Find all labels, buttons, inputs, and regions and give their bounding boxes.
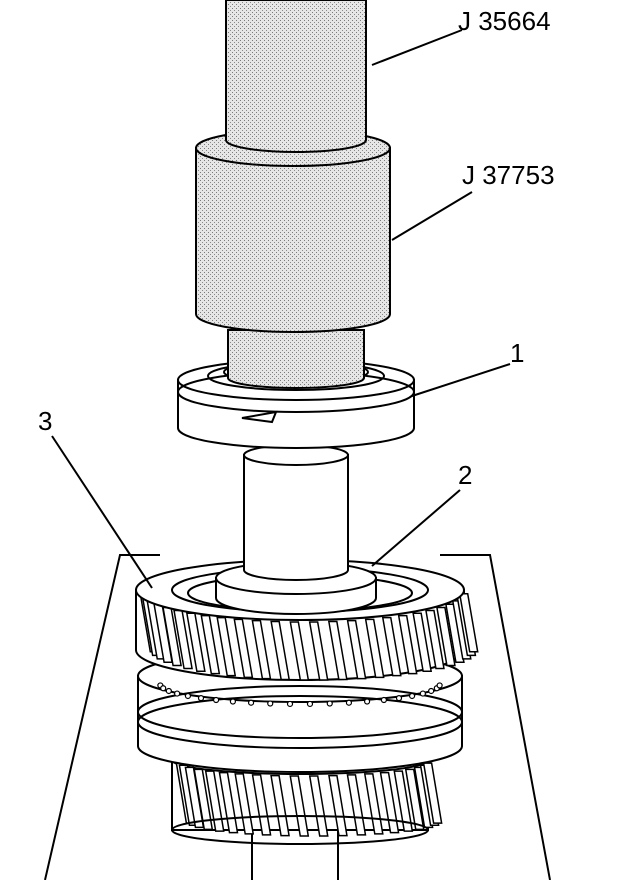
gear-tooth	[393, 770, 414, 832]
gear-tooth	[193, 768, 214, 831]
output-shaft	[215, 444, 377, 615]
sync-detail-dot	[160, 685, 167, 692]
gear-tooth	[234, 773, 255, 835]
sync-detail-dot	[306, 700, 314, 708]
gear-tooth	[445, 603, 465, 664]
sync-detail-dot	[184, 692, 192, 700]
gear-tooth	[233, 618, 254, 679]
sync-detail-dot	[286, 700, 294, 708]
sync-detail-dot	[174, 690, 181, 697]
gear-tooth	[346, 774, 367, 836]
sync-detail-dot	[247, 699, 255, 706]
sync-detail-dot	[395, 695, 403, 702]
sync-detail-dot	[165, 687, 172, 695]
gear-tooth	[346, 619, 367, 680]
gear-tooth	[458, 593, 479, 653]
sync-detail-dot	[197, 695, 205, 702]
gear-tooth	[327, 620, 348, 681]
gear-tooth	[397, 614, 418, 675]
sync-detail-dot	[380, 696, 387, 704]
callout-1: 1	[510, 338, 524, 368]
sync-detail-dot	[363, 698, 371, 705]
leader-lines	[51, 29, 511, 589]
gear-tooth	[308, 621, 329, 681]
gear-tooth	[412, 612, 433, 672]
gear-tooth	[204, 770, 225, 832]
gear-tooth	[289, 621, 310, 681]
sync-detail-dot	[419, 690, 426, 697]
gear-tooth	[364, 618, 385, 679]
gear-tooth	[381, 616, 402, 677]
gear-tooth	[379, 771, 400, 834]
gear-tooth	[425, 609, 445, 670]
gear-tooth	[251, 619, 272, 680]
sync-detail-dot	[428, 687, 435, 695]
label-j35664: J 35664	[458, 6, 551, 36]
label-j37753: J 37753	[462, 160, 555, 190]
sync-detail-dot	[408, 692, 416, 700]
gear-tooth	[404, 768, 425, 831]
sync-detail-dot	[326, 700, 333, 707]
sync-detail-dot	[267, 700, 274, 707]
press-support-plates	[44, 554, 551, 880]
gear-tooth	[422, 762, 443, 824]
callout-2: 2	[458, 460, 472, 490]
callout-3: 3	[38, 406, 52, 436]
tool-j37753	[195, 129, 391, 389]
gear-tooth	[251, 774, 272, 836]
sync-detail-dot	[345, 699, 353, 706]
sync-detail-dot	[213, 696, 220, 704]
gear-tooth	[216, 616, 237, 677]
gear-tooth	[270, 620, 291, 681]
sync-detail-dot	[229, 698, 237, 705]
gear-tooth	[436, 606, 456, 667]
sync-detail-dot	[436, 682, 443, 689]
tool-j35664	[225, 0, 367, 153]
